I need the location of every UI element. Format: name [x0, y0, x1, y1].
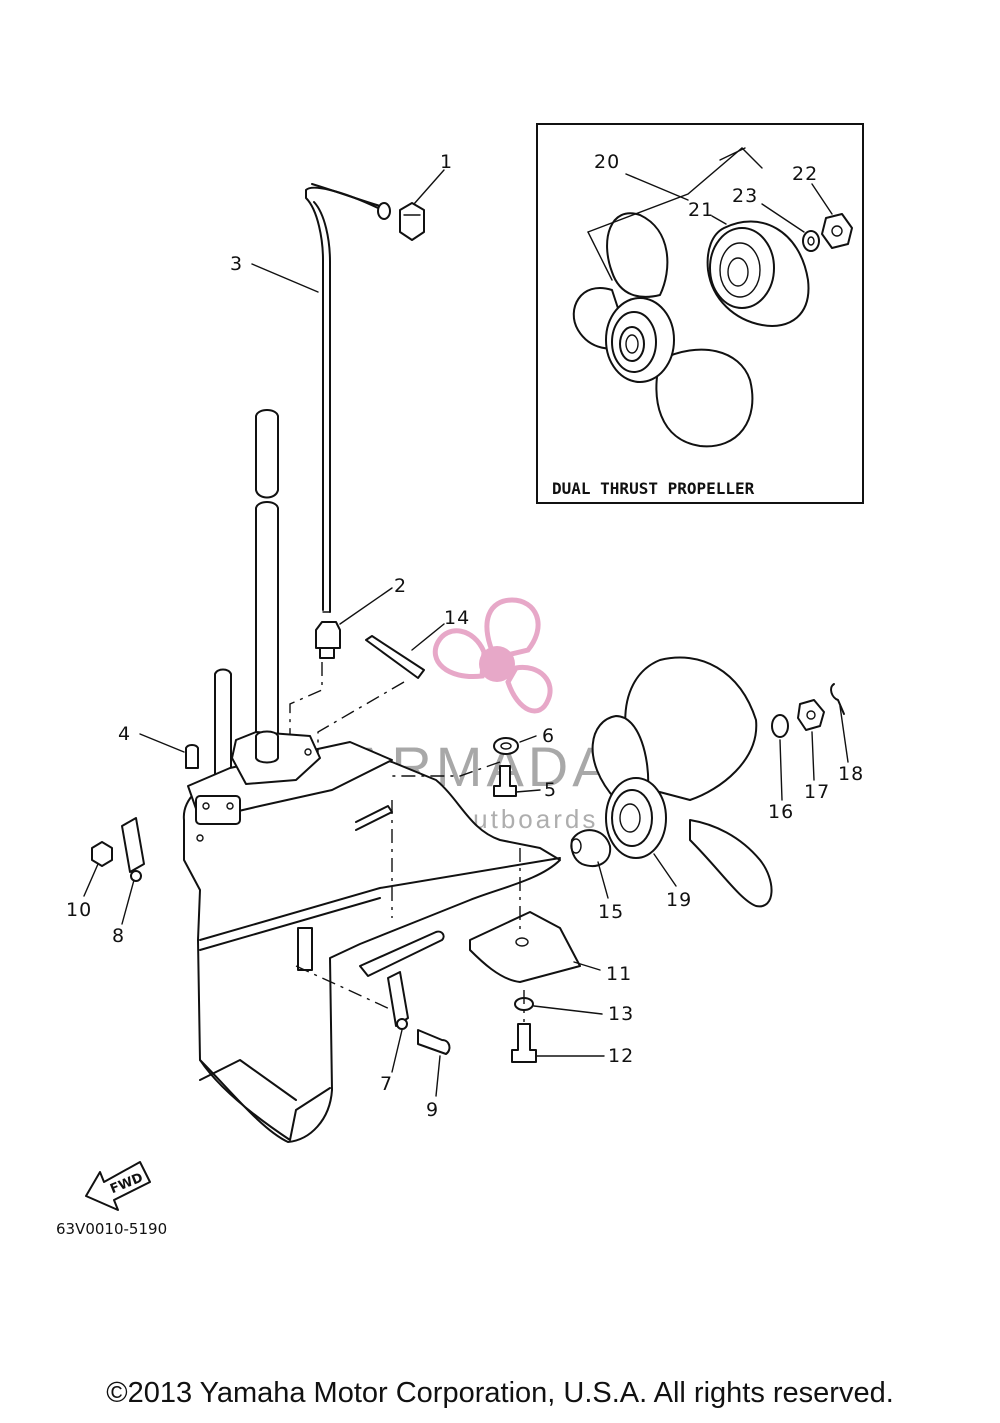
- part-11-trim-tab: [469, 911, 581, 983]
- callout-16: 16: [768, 801, 794, 823]
- callout-4: 4: [118, 723, 131, 745]
- callout-11: 11: [606, 963, 632, 985]
- inset-dual-thrust-propeller: 20 21 22 23 DUAL THRUST PROPELLER: [536, 123, 864, 504]
- callout-3: 3: [230, 253, 243, 275]
- callout-1: 1: [440, 151, 453, 173]
- part-3-tube: [305, 183, 391, 613]
- part-19-propeller: [591, 656, 773, 908]
- callout-21: 21: [688, 199, 714, 221]
- callout-13: 13: [608, 1003, 634, 1025]
- part-14-seal: [365, 635, 425, 679]
- drawing-code: 63V0010-5190: [56, 1220, 167, 1238]
- callout-23: 23: [732, 185, 758, 207]
- part-16-washer: [771, 714, 789, 738]
- part-2-fitting: [315, 621, 341, 659]
- callout-8: 8: [112, 925, 125, 947]
- part-7-anode: [387, 971, 409, 1027]
- fwd-arrow-icon: FWD: [85, 1161, 151, 1211]
- callout-22: 22: [792, 163, 818, 185]
- callout-2: 2: [394, 575, 407, 597]
- part-15-thrust-washer: [570, 829, 612, 867]
- callout-10: 10: [66, 899, 92, 921]
- armada-watermark-logo: [432, 597, 553, 714]
- callout-6: 6: [542, 725, 555, 747]
- drive-shaft: [255, 409, 279, 741]
- callout-7: 7: [380, 1073, 393, 1095]
- copyright-notice: ©2013 Yamaha Motor Corporation, U.S.A. A…: [106, 1377, 894, 1409]
- callout-18: 18: [838, 763, 864, 785]
- part-10-nut: [91, 841, 113, 867]
- part-5-bolt: [493, 765, 517, 797]
- callout-19: 19: [666, 889, 692, 911]
- callout-15: 15: [598, 901, 624, 923]
- callout-9: 9: [426, 1099, 439, 1121]
- part-8-anode: [121, 817, 145, 873]
- part-18-cotter-pin: [830, 683, 845, 715]
- part-12-bolt: [511, 1023, 537, 1063]
- callout-20: 20: [594, 151, 620, 173]
- lower-unit-casing: [182, 730, 561, 1143]
- part-9-screw: [417, 1029, 451, 1055]
- part-1-grommet: [399, 202, 425, 241]
- part-17-nut: [797, 699, 825, 731]
- part-6-washer: [493, 737, 519, 755]
- part-4-dowel-pin: [185, 744, 199, 769]
- callout-14: 14: [444, 607, 470, 629]
- inset-caption: DUAL THRUST PROPELLER: [552, 479, 755, 498]
- callout-17: 17: [804, 781, 830, 803]
- callout-12: 12: [608, 1045, 634, 1067]
- callout-5: 5: [544, 779, 557, 801]
